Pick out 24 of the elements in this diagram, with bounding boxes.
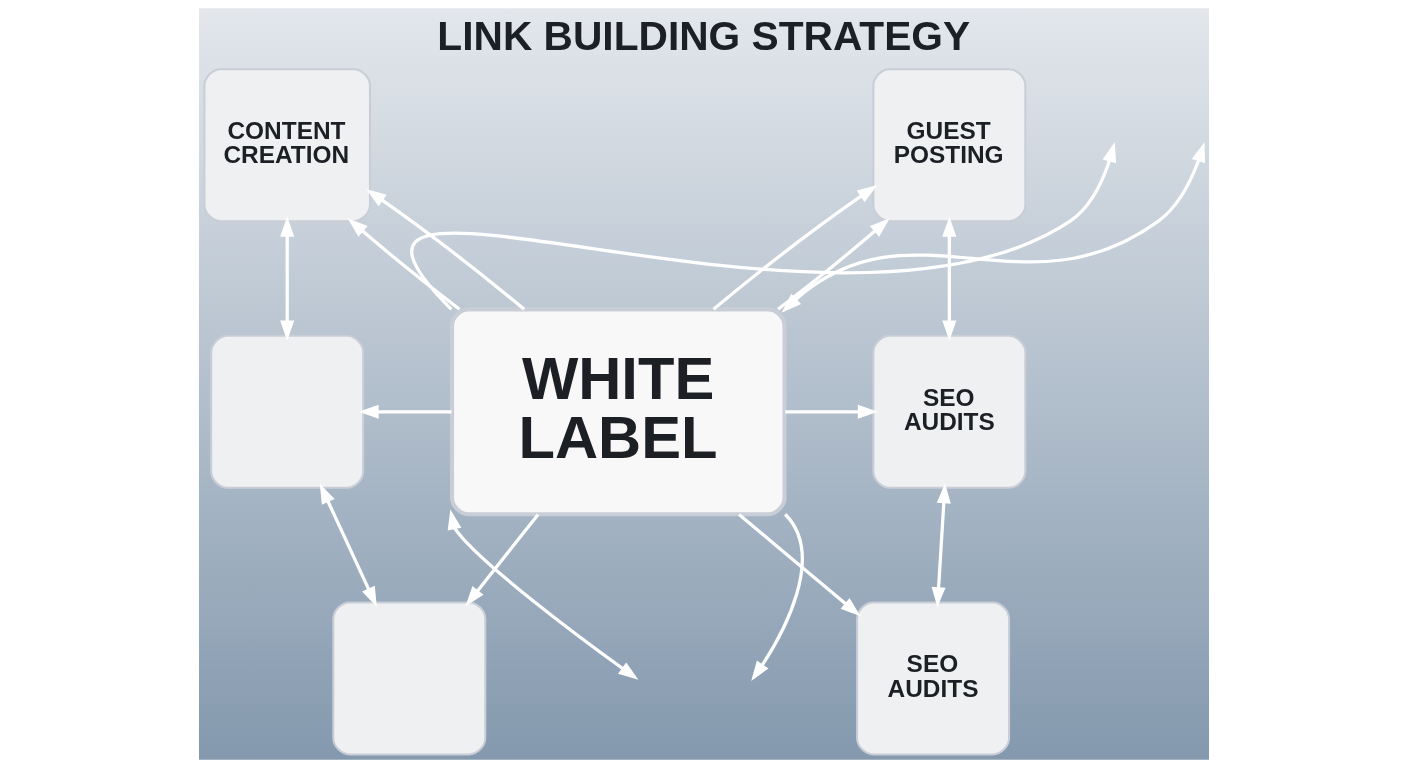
- arrow: [777, 218, 890, 311]
- arrow: [358, 404, 452, 419]
- node-box: WHITE LABEL: [450, 307, 787, 517]
- arrow: [751, 513, 804, 682]
- node-box: GUEST POSTING: [872, 68, 1027, 223]
- arrow: [412, 141, 1117, 311]
- node-box: [332, 601, 487, 756]
- arrow: [447, 509, 639, 680]
- arrow: [781, 142, 1206, 313]
- arrow: [785, 404, 878, 419]
- arrow: [712, 185, 878, 311]
- node-box: SEO AUDITS: [856, 601, 1011, 756]
- arrow: [942, 216, 957, 341]
- arrow: [465, 513, 540, 607]
- arrow: [931, 483, 951, 608]
- node-box: SEO AUDITS: [872, 334, 1027, 489]
- arrow: [280, 216, 295, 341]
- arrow: [738, 513, 861, 617]
- node-box: [210, 334, 365, 489]
- arrow: [366, 189, 526, 311]
- diagram-title: LINK BUILDING STRATEGY: [437, 13, 971, 60]
- arrow: [319, 483, 377, 607]
- arrow: [347, 218, 461, 311]
- node-box: CONTENT CREATION: [203, 68, 371, 223]
